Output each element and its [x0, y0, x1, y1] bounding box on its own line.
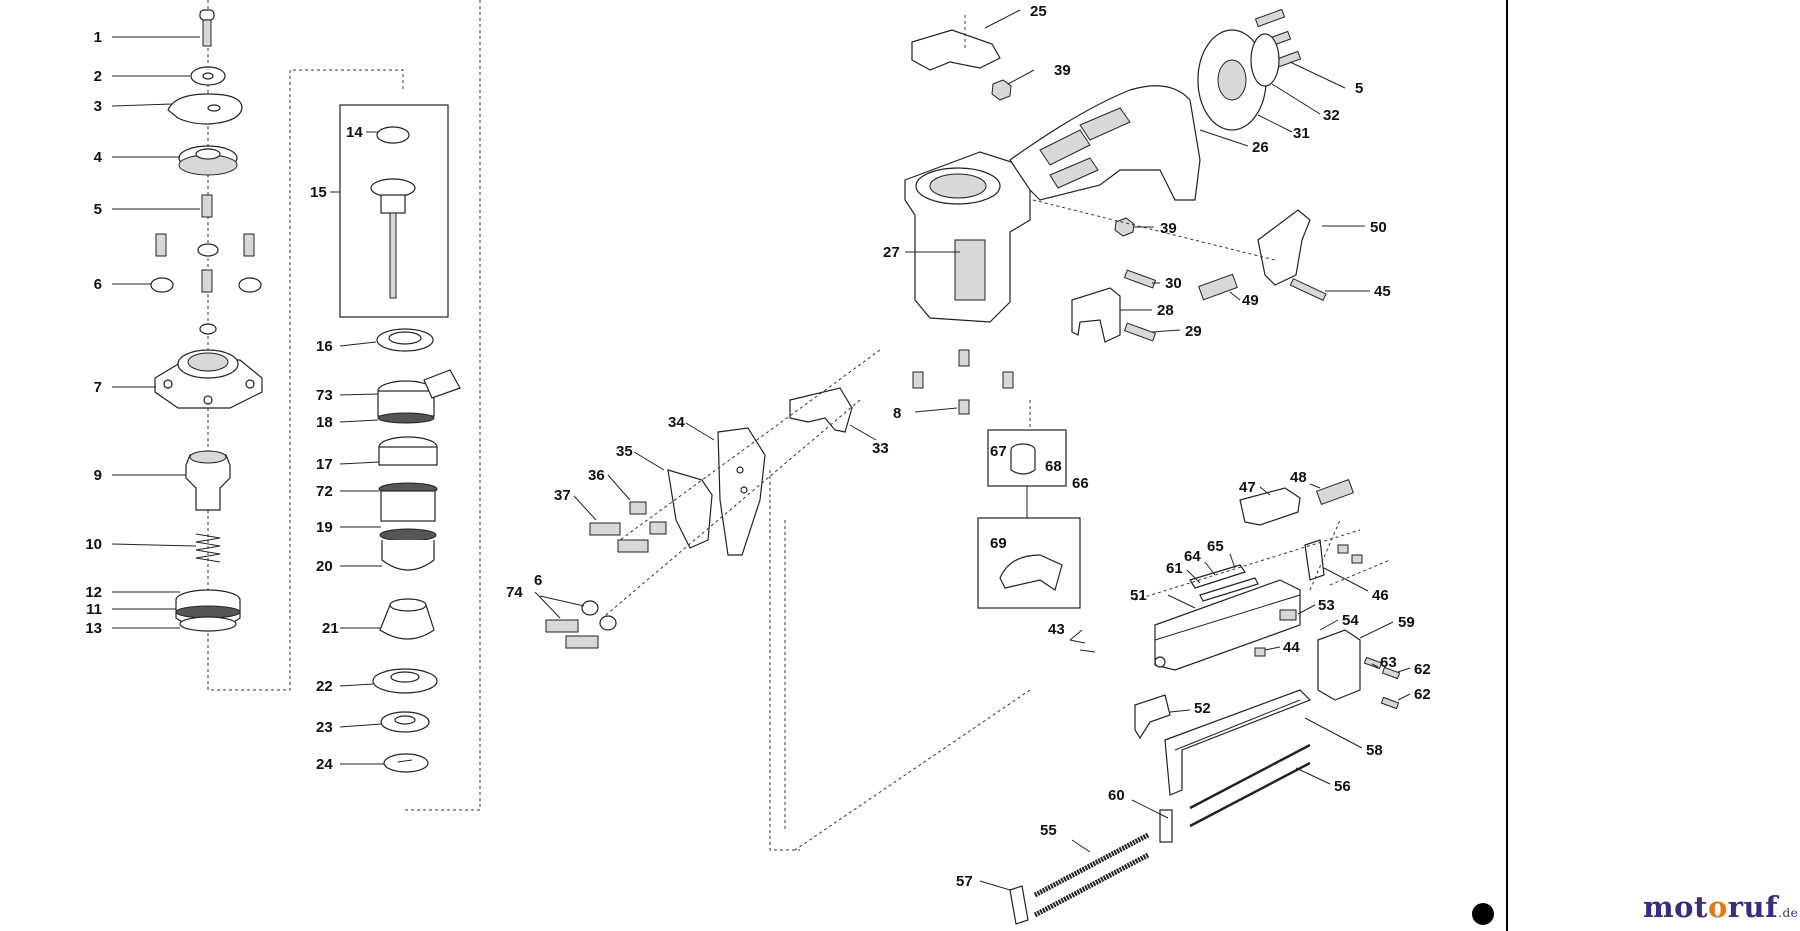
callout-64: 64	[1184, 548, 1201, 565]
callout-63: 63	[1380, 654, 1397, 671]
left-column-parts	[150, 0, 481, 811]
callout-22: 22	[316, 678, 333, 695]
callout-24: 24	[316, 756, 333, 773]
diagram-frame-edge	[1506, 0, 1508, 931]
motoruf-logo: motoruf.de	[1643, 890, 1799, 924]
callout-50: 50	[1370, 219, 1387, 236]
callout-12: 12	[85, 584, 102, 601]
callout-14: 14	[346, 124, 363, 141]
callout-20: 20	[316, 558, 333, 575]
callout-1: 1	[94, 29, 102, 46]
callout-6-lower: 6	[534, 572, 542, 589]
callout-39-top: 39	[1054, 62, 1071, 79]
callout-23: 23	[316, 719, 333, 736]
callout-17: 17	[316, 456, 333, 473]
callout-labels: 1 2 3 4 5 6 7 9 10 12 11 13 14 15 16 73 …	[85, 3, 1430, 890]
callout-54: 54	[1342, 612, 1359, 629]
exploded-parts-diagram: 1 2 3 4 5 6 7 9 10 12 11 13 14 15 16 73 …	[85, 0, 1431, 925]
callout-18: 18	[316, 414, 333, 431]
callout-31: 31	[1293, 125, 1310, 142]
valve-kit-boxes	[977, 429, 1081, 609]
callout-19: 19	[316, 519, 333, 536]
callout-25: 25	[1030, 3, 1047, 20]
callout-3: 3	[94, 98, 102, 115]
page-marker-dot	[1472, 903, 1494, 925]
callout-37: 37	[554, 487, 571, 504]
callout-58: 58	[1366, 742, 1383, 759]
callout-67: 67	[990, 443, 1007, 460]
callout-46: 46	[1372, 587, 1389, 604]
callout-16: 16	[316, 338, 333, 355]
magazine-assembly	[794, 478, 1401, 925]
callout-33: 33	[872, 440, 889, 457]
callout-44: 44	[1283, 639, 1300, 656]
callout-28: 28	[1157, 302, 1174, 319]
callout-61: 61	[1166, 560, 1183, 577]
callout-62-b: 62	[1414, 686, 1431, 703]
callout-4: 4	[94, 149, 103, 166]
callout-62-a: 62	[1414, 661, 1431, 678]
callout-51: 51	[1130, 587, 1147, 604]
callout-72: 72	[316, 483, 333, 500]
callout-43: 43	[1048, 621, 1065, 638]
callout-26: 26	[1252, 139, 1269, 156]
callout-5-right: 5	[1355, 80, 1363, 97]
callout-74: 74	[506, 584, 523, 601]
callout-35: 35	[616, 443, 633, 460]
middle-column-parts	[339, 104, 461, 773]
callout-8: 8	[893, 405, 901, 422]
callout-60: 60	[1108, 787, 1125, 804]
callout-10: 10	[85, 536, 102, 553]
callout-55: 55	[1040, 822, 1057, 839]
callout-15: 15	[310, 184, 327, 201]
callout-27: 27	[883, 244, 900, 261]
callout-34: 34	[668, 414, 685, 431]
callout-32: 32	[1323, 107, 1340, 124]
callout-59: 59	[1398, 614, 1415, 631]
callout-30: 30	[1165, 275, 1182, 292]
callout-69: 69	[990, 535, 1007, 552]
callout-21: 21	[322, 620, 339, 637]
callout-73: 73	[316, 387, 333, 404]
callout-29: 29	[1185, 323, 1202, 340]
callout-2: 2	[94, 68, 102, 85]
housing-assembly	[904, 8, 1327, 430]
callout-5: 5	[94, 201, 102, 218]
callout-39-lower: 39	[1160, 220, 1177, 237]
callout-9: 9	[94, 467, 102, 484]
callout-49: 49	[1242, 292, 1259, 309]
callout-36: 36	[588, 467, 605, 484]
callout-7: 7	[94, 379, 102, 396]
callout-53: 53	[1318, 597, 1335, 614]
callout-11: 11	[86, 601, 102, 618]
leader-lines	[111, 9, 1411, 891]
callout-65: 65	[1207, 538, 1224, 555]
callout-56: 56	[1334, 778, 1351, 795]
callout-47: 47	[1239, 479, 1256, 496]
callout-68: 68	[1045, 458, 1062, 475]
nose-plate-parts	[545, 349, 881, 851]
callout-45: 45	[1374, 283, 1391, 300]
callout-48: 48	[1290, 469, 1307, 486]
callout-52: 52	[1194, 700, 1211, 717]
callout-66: 66	[1072, 475, 1089, 492]
callout-57: 57	[956, 873, 973, 890]
callout-6: 6	[94, 276, 102, 293]
callout-13: 13	[85, 620, 102, 637]
